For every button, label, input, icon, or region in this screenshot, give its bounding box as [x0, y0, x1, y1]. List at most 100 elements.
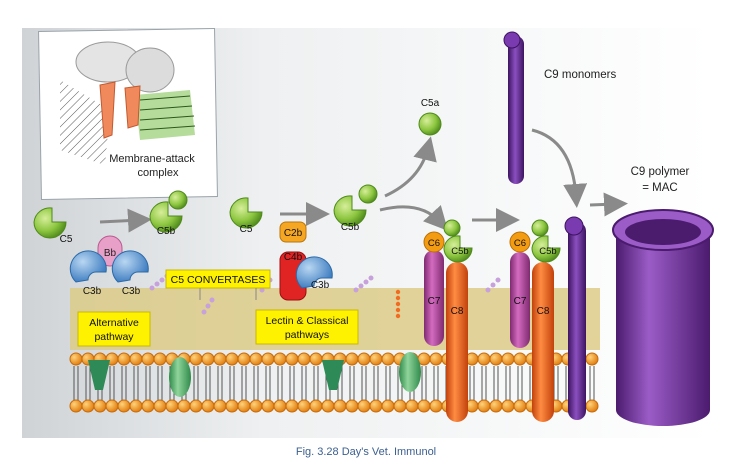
- c5b-protein-3: [443, 235, 473, 263]
- lipid-head: [129, 399, 143, 413]
- lipid-head: [393, 399, 407, 413]
- lipid-head: [369, 352, 383, 366]
- flow-arrows: [99, 128, 628, 233]
- lipid-head: [297, 399, 311, 413]
- lipid-head: [117, 352, 131, 366]
- c3b-left-label: C3b: [83, 286, 102, 297]
- lipid-head: [105, 399, 119, 413]
- lectin-label-line2: pathways: [285, 329, 329, 341]
- lipid-head: [333, 399, 347, 413]
- alternative-convertase: Bb C3b C3b: [69, 235, 149, 297]
- lipid-head: [141, 352, 155, 366]
- lipid-head: [165, 399, 179, 413]
- c9-inserting: [568, 222, 586, 420]
- lipid-head: [381, 399, 395, 413]
- c6-label-1: C6: [428, 238, 440, 249]
- inset-label-line1: Membrane-attack: [109, 153, 195, 165]
- lipid-head: [201, 399, 215, 413]
- c5-convertases-label: C5 CONVERTASES: [171, 274, 266, 286]
- lipid-head: [153, 352, 167, 366]
- inset-panel: Membrane-attack complex: [38, 27, 218, 201]
- c5-protein-1: [33, 207, 67, 239]
- c9-monomers-label: C9 monomers: [544, 69, 616, 81]
- lipid-head: [213, 399, 227, 413]
- c5b-label-2: C5b: [341, 222, 360, 233]
- lipid-head: [309, 399, 323, 413]
- c5-convertases-box: [165, 269, 271, 289]
- c5-label-1: C5: [60, 234, 73, 245]
- lipid-head: [501, 352, 515, 366]
- lipid-head: [141, 399, 155, 413]
- c5b-protein-1: [149, 201, 183, 233]
- c6-protein-2: [509, 231, 531, 253]
- c9-monomer: C9 monomers: [503, 31, 616, 184]
- arrow-c9-monomers: [531, 128, 588, 208]
- arrow-c5-to-c5b: [99, 208, 152, 233]
- arrow-to-c6-complex: [379, 205, 449, 231]
- lipid-head: [189, 352, 203, 366]
- c7-label-2: C7: [514, 296, 527, 307]
- inset-membrane-left: [60, 80, 110, 165]
- lipid-head: [309, 352, 323, 366]
- lipid-head: [477, 352, 491, 366]
- c9-monomer-rod: [508, 36, 524, 184]
- lipid-head: [189, 399, 203, 413]
- c3b-classical-label: C3b: [311, 280, 330, 291]
- lipid-head: [249, 399, 263, 413]
- c5b-protein-4: [531, 235, 561, 263]
- c5b678-complex-1: C7 C8 C6 C5b: [423, 219, 473, 422]
- alternative-pathway-box: [77, 311, 151, 347]
- lipid-head: [273, 399, 287, 413]
- c8-protein-1: [446, 262, 468, 422]
- c3b-classical-protein: [295, 256, 333, 289]
- c5b678-complex-2: C7 C8 C6 C5b: [509, 216, 586, 422]
- c5-protein-2: [229, 197, 263, 229]
- arrow-to-c5a: [384, 136, 437, 198]
- figure-caption: Fig. 3.28 Day's Vet. Immunol: [295, 446, 437, 458]
- lipid-head: [513, 352, 527, 366]
- lipid-head: [69, 399, 83, 413]
- c8-label-2: C8: [537, 306, 550, 317]
- membrane-protein-cone: [322, 360, 344, 390]
- lipid-head: [177, 399, 191, 413]
- c3b-left-protein: [69, 250, 107, 283]
- lipid-head: [153, 399, 167, 413]
- arrow-to-mac: [589, 192, 628, 217]
- lipid-head: [261, 352, 275, 366]
- alternative-label-line2: pathway: [94, 331, 134, 343]
- inset-pore-right: [124, 85, 141, 129]
- lipid-head: [357, 352, 371, 366]
- c5b-label-1: C5b: [157, 226, 176, 237]
- lipid-head: [237, 399, 251, 413]
- lipid-head: [81, 399, 95, 413]
- lipid-head: [477, 399, 491, 413]
- lipid-head: [513, 399, 527, 413]
- c4b-label: C4b: [284, 252, 303, 263]
- lipid-head: [201, 352, 215, 366]
- mac-pore: C9 polymer = MAC: [612, 166, 714, 426]
- c5b-label-3: C5b: [451, 246, 468, 257]
- lipid-head: [381, 352, 395, 366]
- c7-protein-2: [510, 252, 530, 348]
- c2b-label: C2b: [284, 228, 303, 239]
- alternative-label-line1: Alternative: [89, 317, 139, 329]
- bb-label: Bb: [104, 248, 117, 259]
- lipid-head: [93, 399, 107, 413]
- lipid-head: [369, 399, 383, 413]
- lipid-head: [225, 399, 239, 413]
- lipid-head: [129, 352, 143, 366]
- lipid-head: [489, 352, 503, 366]
- lipid-head: [285, 352, 299, 366]
- classical-convertase: C4b C2b C3b: [279, 221, 333, 301]
- c9-polymer-label-line2: = MAC: [642, 182, 677, 194]
- surface-red-chain: [395, 289, 401, 319]
- lipid-head: [357, 399, 371, 413]
- c5b-protein-2: [333, 195, 367, 227]
- lipid-head: [261, 399, 275, 413]
- lipid-head: [285, 399, 299, 413]
- inset-pore-left: [99, 81, 116, 139]
- membrane-protein-oval: [399, 352, 421, 392]
- lipid-head: [213, 352, 227, 366]
- lectin-classical-box: [255, 309, 359, 345]
- membrane-protein-cone: [88, 360, 110, 390]
